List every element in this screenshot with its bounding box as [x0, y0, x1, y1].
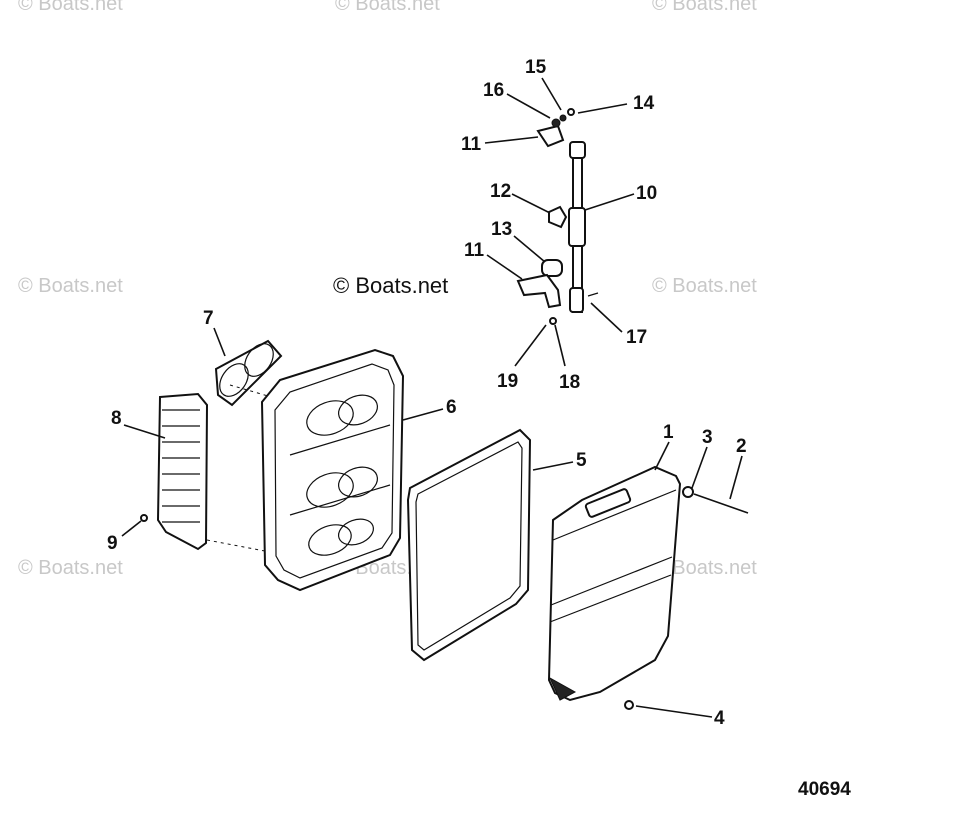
- rod-end-top: [569, 141, 586, 159]
- callout-11-upper: 11: [461, 134, 482, 155]
- swivel-block: [548, 205, 568, 229]
- mounting-gasket: [214, 339, 283, 407]
- callout-3: 3: [702, 427, 713, 448]
- callout-7: 7: [203, 308, 214, 329]
- alignment-line: [229, 384, 276, 399]
- lock-washer: [682, 486, 694, 498]
- cotter-pin: [587, 292, 599, 297]
- lower-lever-bracket: [516, 273, 562, 309]
- callout-2: 2: [736, 436, 747, 457]
- callout-12: 12: [490, 181, 511, 202]
- watermark-group: © Boats.net © Boats.net © Boats.net © Bo…: [18, 0, 757, 579]
- leader-lines: [121, 77, 743, 718]
- bolt: [693, 493, 749, 514]
- callout-5: 5: [576, 450, 587, 471]
- callout-labels: 1 2 3 4 5 6 7 8 9 10 11 11 12 13 14 15 1…: [107, 57, 747, 729]
- callout-11-lower: 11: [464, 240, 485, 261]
- callout-16: 16: [483, 80, 504, 101]
- intake-cover: [547, 465, 682, 702]
- copyright-credit: © Boats.net: [333, 273, 448, 298]
- figure-number: 40694: [798, 779, 851, 800]
- watermark: © Boats.net: [652, 557, 757, 579]
- callout-1: 1: [663, 422, 674, 443]
- screw: [624, 700, 634, 710]
- callout-14: 14: [633, 93, 655, 114]
- bushing: [541, 259, 563, 277]
- callout-4: 4: [714, 708, 725, 729]
- callout-17: 17: [626, 327, 647, 348]
- watermark: © Boats.net: [18, 557, 123, 579]
- reed-valve-assembly: [140, 392, 209, 551]
- rod-end-bottom: [569, 287, 584, 313]
- screw-head: [567, 108, 575, 116]
- callout-19: 19: [497, 371, 518, 392]
- linkage-assembly: [516, 108, 599, 325]
- washer: [551, 118, 561, 128]
- callout-18: 18: [559, 372, 580, 393]
- cover-fasteners: [624, 486, 749, 710]
- callout-8: 8: [111, 408, 122, 429]
- upper-lever-bracket: [536, 124, 565, 148]
- watermark: © Boats.net: [335, 0, 440, 15]
- alignment-line: [206, 539, 271, 553]
- rod-sleeve: [568, 207, 586, 247]
- nut: [559, 114, 567, 122]
- small-washer: [549, 317, 557, 325]
- intake-manifold: [260, 348, 405, 592]
- watermark: © Boats.net: [652, 0, 757, 15]
- callout-10: 10: [636, 183, 657, 204]
- callout-6: 6: [446, 397, 457, 418]
- watermark: © Boats.net: [18, 0, 123, 15]
- cover-gasket: [406, 428, 532, 662]
- callout-15: 15: [525, 57, 547, 78]
- watermark: © Boats.net: [652, 275, 757, 297]
- watermark: © Boats.net: [18, 275, 123, 297]
- callout-13: 13: [491, 219, 512, 240]
- callout-9: 9: [107, 533, 118, 554]
